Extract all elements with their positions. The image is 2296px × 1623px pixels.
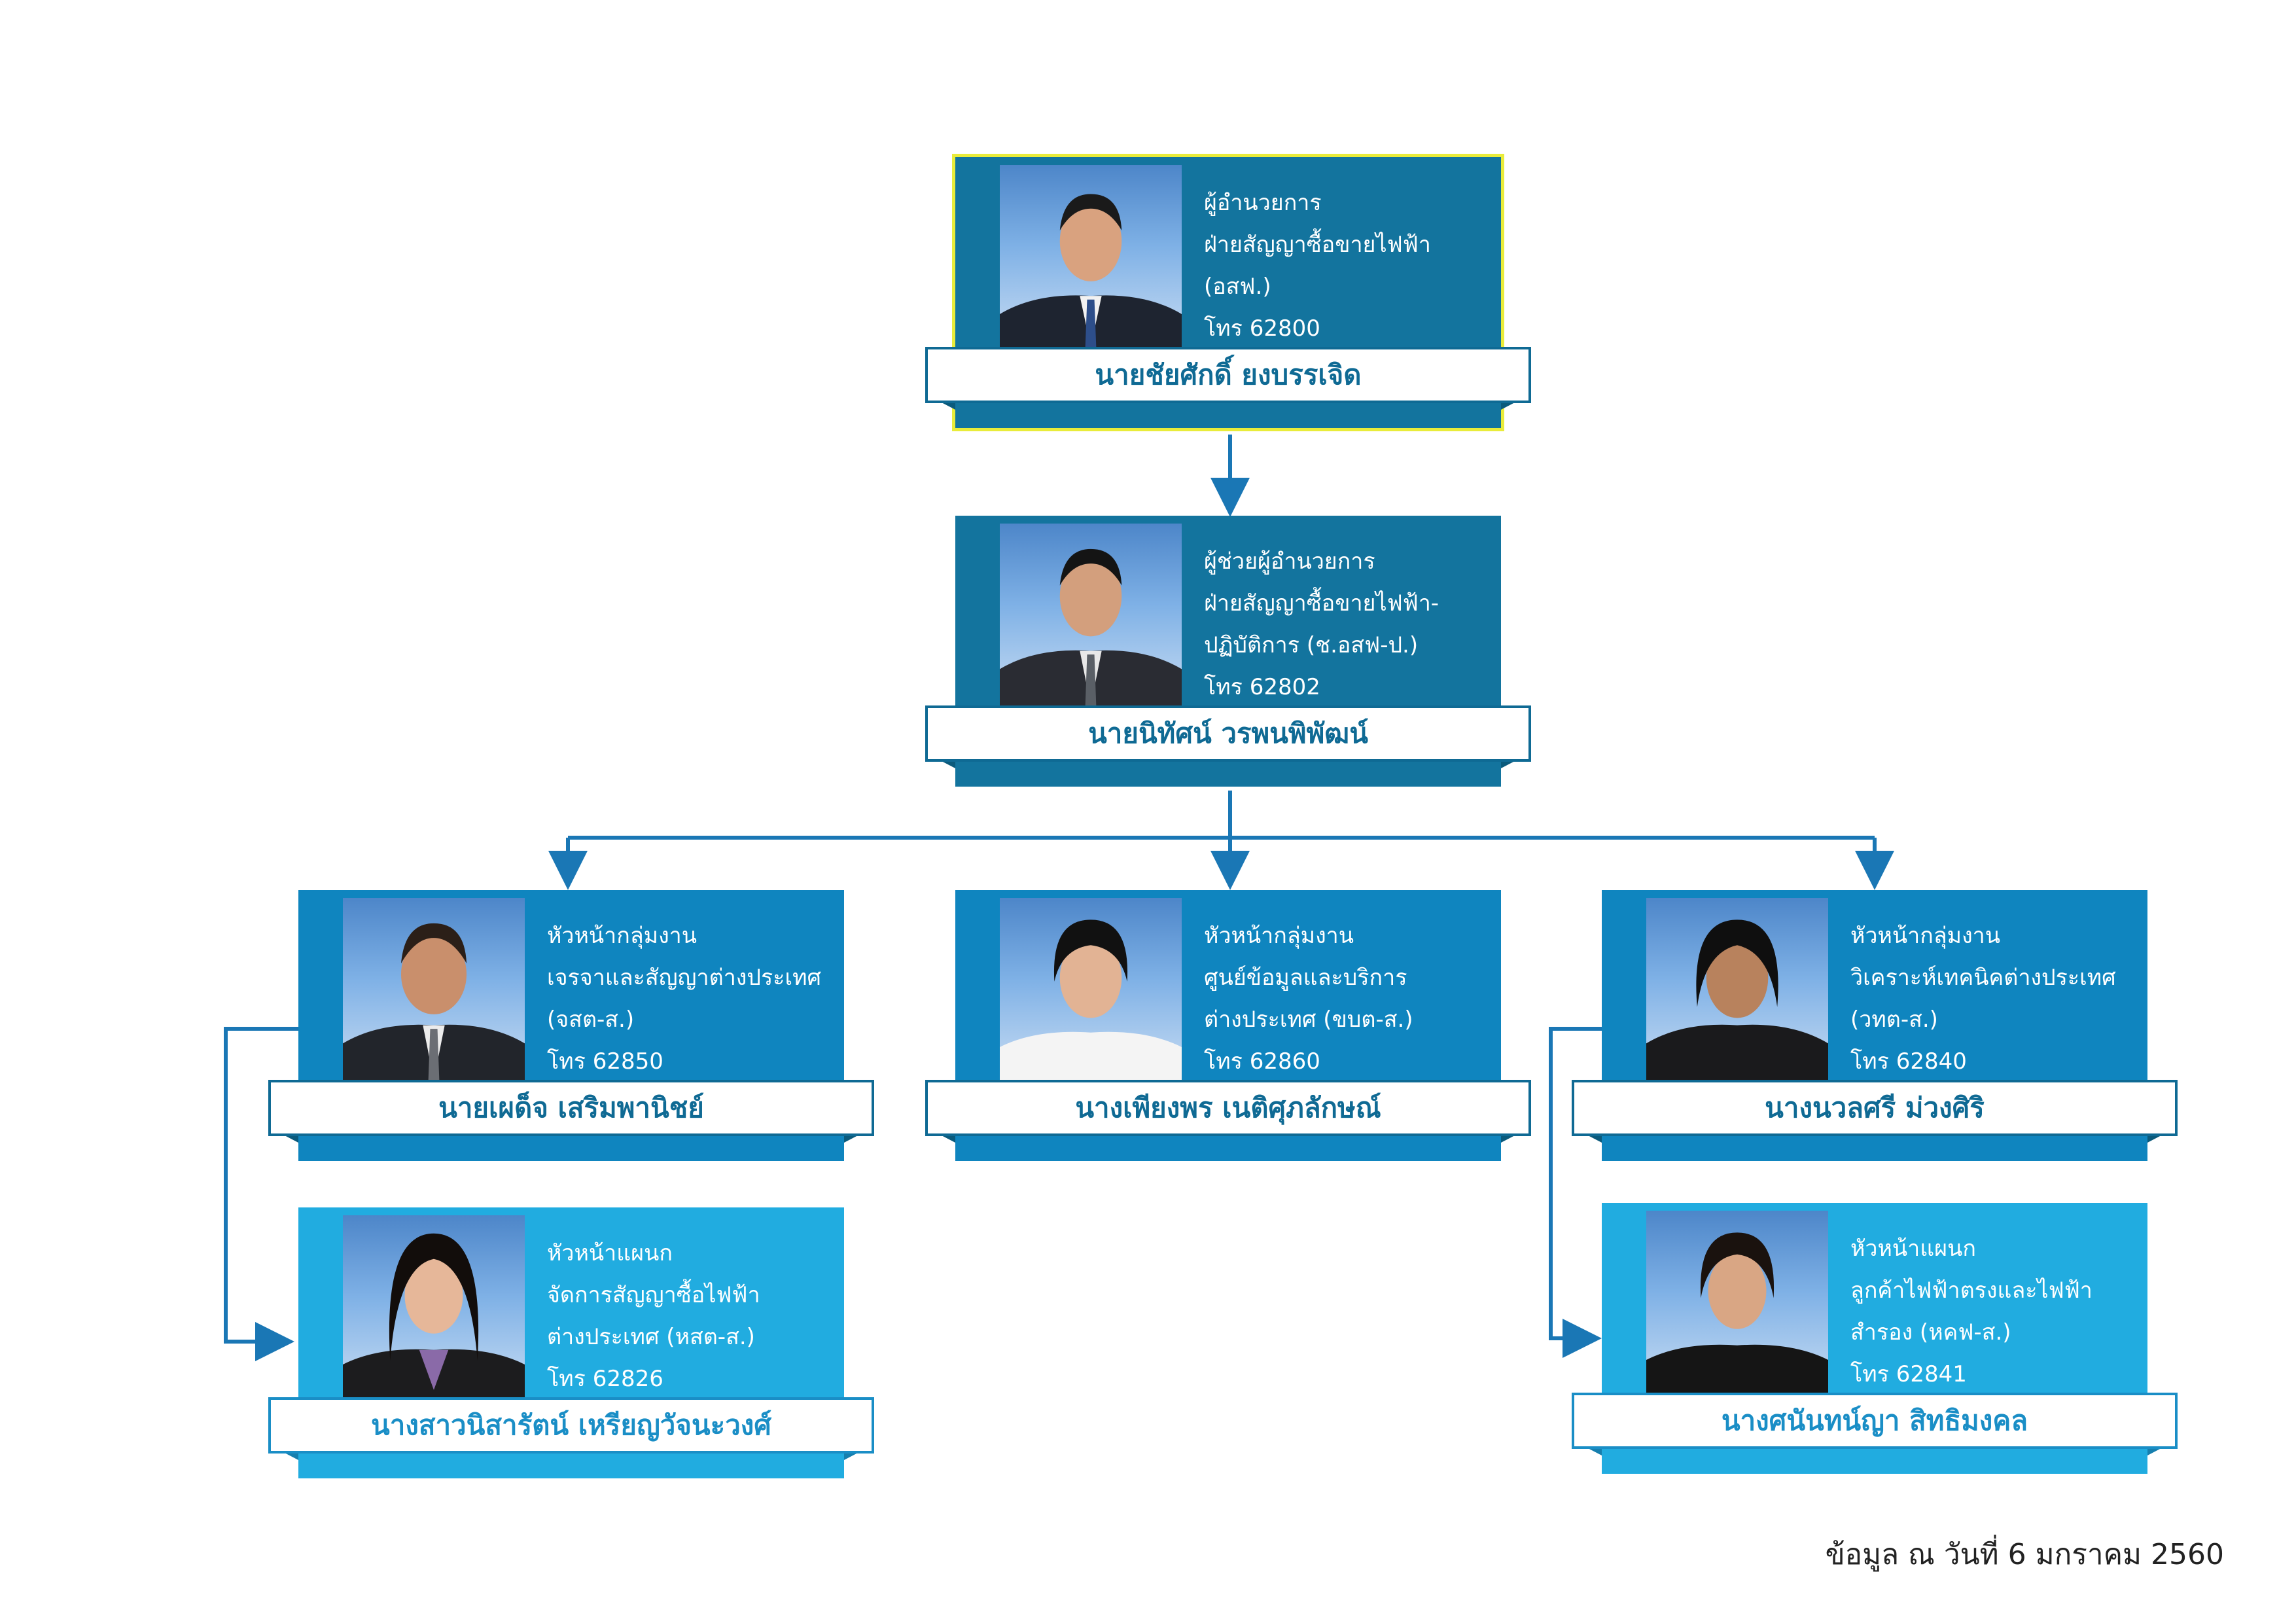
card-title-line2: ฝ่ายสัญญาซื้อขายไฟฟ้า-	[1204, 590, 1439, 616]
card-title-line2: จัดการสัญญาซื้อไฟฟ้า	[547, 1282, 760, 1308]
name-banner: นางศนันทน์ญา สิทธิมงคล	[1572, 1393, 2178, 1455]
person-name: นางนวลศรี ม่วงศิริ	[1572, 1080, 2178, 1136]
card-phone: โทร 62840	[1850, 1048, 1967, 1075]
card-group-head-left: หัวหน้ากลุ่มงาน เจรจาและสัญญาต่างประเทศ …	[268, 890, 874, 1161]
card-title-line3: (วทต-ส.)	[1850, 1007, 1938, 1033]
card-phone: โทร 62802	[1204, 674, 1320, 700]
card-title-line3: ปฏิบัติการ (ช.อสฟ-ป.)	[1204, 632, 1419, 658]
data-date-footnote: ข้อมูล ณ วันที่ 6 มกราคม 2560	[1825, 1538, 2224, 1571]
card-title-line3: ต่างประเทศ (หสต-ส.)	[547, 1324, 755, 1350]
person-name: นางศนันทน์ญา สิทธิมงคล	[1572, 1393, 2178, 1449]
card-title-line1: หัวหน้ากลุ่มงาน	[1204, 923, 1354, 949]
card-title-line2: วิเคราะห์เทคนิคต่างประเทศ	[1850, 965, 2116, 991]
portrait-photo	[343, 1215, 525, 1397]
card-section-head-right: หัวหน้าแผนก ลูกค้าไฟฟ้าตรงและไฟฟ้า สำรอง…	[1572, 1203, 2178, 1474]
card-info: หัวหน้ากลุ่มงาน เจรจาและสัญญาต่างประเทศ …	[547, 915, 835, 1082]
card-title-line2: ศูนย์ข้อมูลและบริการ	[1204, 965, 1407, 991]
card-info: หัวหน้ากลุ่มงาน ศูนย์ข้อมูลและบริการ ต่า…	[1204, 915, 1492, 1082]
card-title-line2: เจรจาและสัญญาต่างประเทศ	[547, 965, 822, 991]
card-title-line1: หัวหน้ากลุ่มงาน	[547, 923, 698, 949]
card-title-line1: หัวหน้ากลุ่มงาน	[1850, 923, 2001, 949]
card-title-line3: (จสต-ส.)	[547, 1007, 635, 1033]
card-phone: โทร 62800	[1204, 315, 1320, 342]
card-title-line2: ลูกค้าไฟฟ้าตรงและไฟฟ้า	[1850, 1277, 2093, 1304]
card-info: หัวหน้ากลุ่มงาน วิเคราะห์เทคนิคต่างประเท…	[1850, 915, 2138, 1082]
person-name: นางสาวนิสารัตน์ เหรียญวัจนะวงศ์	[268, 1397, 874, 1454]
card-info: หัวหน้าแผนก จัดการสัญญาซื้อไฟฟ้า ต่างประ…	[547, 1232, 835, 1400]
portrait-photo	[1000, 165, 1182, 347]
name-banner: นางสาวนิสารัตน์ เหรียญวัจนะวงศ์	[268, 1397, 874, 1460]
card-phone: โทร 62826	[547, 1366, 663, 1392]
card-title-line1: ผู้อำนวยการ	[1204, 190, 1322, 216]
card-title-line1: ผู้ช่วยผู้อำนวยการ	[1204, 548, 1375, 575]
portrait-photo	[1000, 524, 1182, 705]
name-banner: นายชัยศักดิ์ ยงบรรเจิด	[925, 347, 1531, 410]
card-info: หัวหน้าแผนก ลูกค้าไฟฟ้าตรงและไฟฟ้า สำรอง…	[1850, 1228, 2138, 1395]
card-group-head-right: หัวหน้ากลุ่มงาน วิเคราะห์เทคนิคต่างประเท…	[1572, 890, 2178, 1161]
card-title-line1: หัวหน้าแผนก	[1850, 1236, 1976, 1262]
portrait-photo	[1646, 1211, 1828, 1393]
portrait-photo	[343, 898, 525, 1080]
card-info: ผู้อำนวยการ ฝ่ายสัญญาซื้อขายไฟฟ้า (อสฟ.)…	[1204, 182, 1492, 349]
portrait-photo	[1000, 898, 1182, 1080]
bracket-right	[1549, 1027, 1602, 1358]
name-banner: นางเพียงพร เนติศุภลักษณ์	[925, 1080, 1531, 1143]
card-title-line3: (อสฟ.)	[1204, 274, 1271, 300]
card-director: ผู้อำนวยการ ฝ่ายสัญญาซื้อขายไฟฟ้า (อสฟ.)…	[925, 154, 1531, 431]
card-section-head-left: หัวหน้าแผนก จัดการสัญญาซื้อไฟฟ้า ต่างประ…	[268, 1207, 874, 1478]
card-info: ผู้ช่วยผู้อำนวยการ ฝ่ายสัญญาซื้อขายไฟฟ้า…	[1204, 541, 1492, 708]
card-phone: โทร 62841	[1850, 1361, 1967, 1387]
card-title-line3: ต่างประเทศ (ขบต-ส.)	[1204, 1007, 1413, 1033]
card-assistant-director: ผู้ช่วยผู้อำนวยการ ฝ่ายสัญญาซื้อขายไฟฟ้า…	[925, 516, 1531, 787]
person-name: นางเพียงพร เนติศุภลักษณ์	[925, 1080, 1531, 1136]
name-banner: นายนิทัศน์ วรพนพิพัฒน์	[925, 705, 1531, 768]
card-phone: โทร 62860	[1204, 1048, 1320, 1075]
card-title-line2: ฝ่ายสัญญาซื้อขายไฟฟ้า	[1204, 232, 1431, 258]
card-title-line1: หัวหน้าแผนก	[547, 1240, 673, 1266]
card-group-head-center: หัวหน้ากลุ่มงาน ศูนย์ข้อมูลและบริการ ต่า…	[925, 890, 1531, 1161]
bracket-left	[224, 1027, 298, 1361]
person-name: นายนิทัศน์ วรพนพิพัฒน์	[925, 705, 1531, 762]
card-title-line3: สำรอง (หคฟ-ส.)	[1850, 1319, 2011, 1346]
portrait-photo	[1646, 898, 1828, 1080]
name-banner: นายเผด็จ เสริมพานิชย์	[268, 1080, 874, 1143]
person-name: นายชัยศักดิ์ ยงบรรเจิด	[925, 347, 1531, 403]
card-phone: โทร 62850	[547, 1048, 663, 1075]
person-name: นายเผด็จ เสริมพานิชย์	[268, 1080, 874, 1136]
name-banner: นางนวลศรี ม่วงศิริ	[1572, 1080, 2178, 1143]
